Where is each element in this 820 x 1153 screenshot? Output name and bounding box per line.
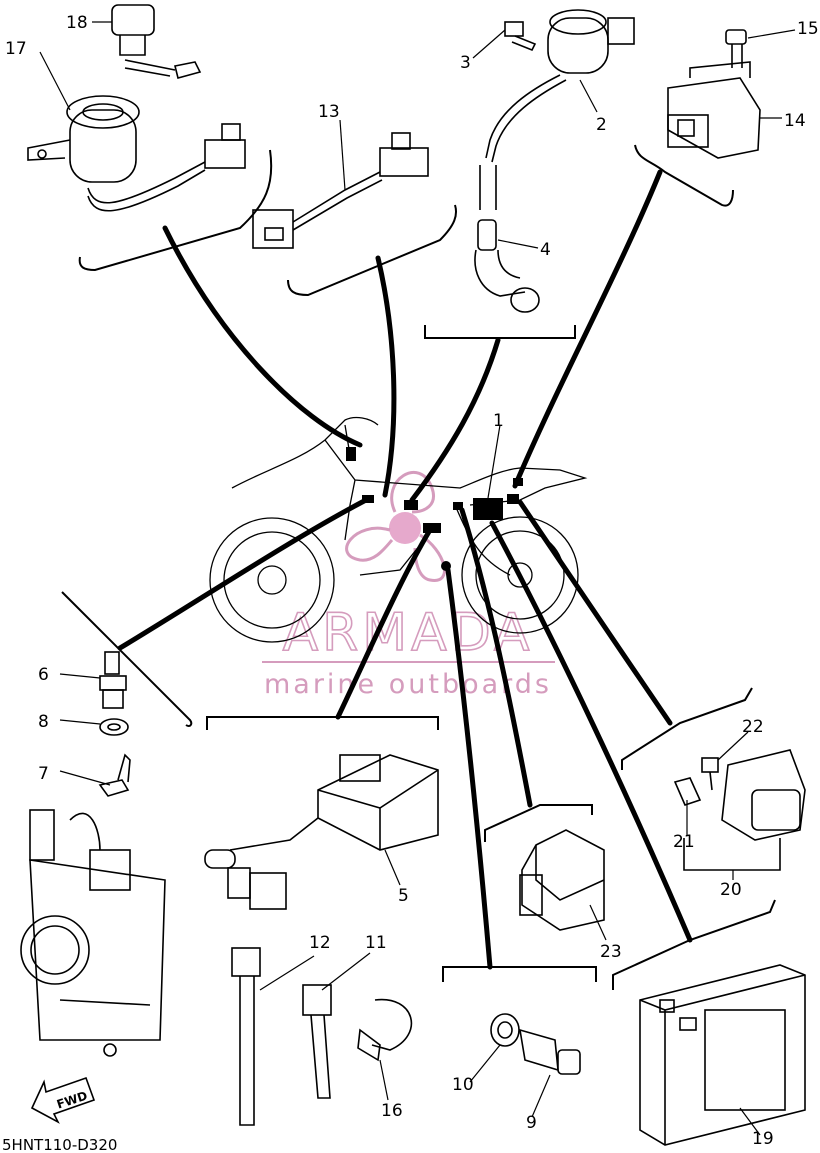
part-label-11: 11 [365,933,387,953]
part-label-4: 4 [540,240,551,260]
starter-relay [519,829,605,931]
part-label-14: 14 [784,111,806,131]
part-location-markers [346,447,523,571]
part-label-13: 13 [318,102,340,122]
callout-lines [39,21,796,1136]
joint-fittings [98,651,131,797]
carburetor [20,809,166,1057]
battery [639,964,806,1146]
part-label-21: 21 [673,832,695,852]
lead-wire [252,132,429,249]
part-label-17: 17 [5,39,27,59]
cable-tie [231,947,261,1126]
part-label-9: 9 [526,1113,537,1133]
part-label-5: 5 [398,886,409,906]
part-label-3: 3 [460,53,471,73]
diagram-code: 5HNT110-D320 [2,1136,117,1153]
part-label-15: 15 [797,19,819,39]
callout-labels: 1 2 3 4 5 6 7 8 9 10 11 12 13 14 15 16 1… [5,13,819,1149]
part-drawings [20,4,806,1146]
main-switch-assembly [27,4,246,212]
part-label-10: 10 [452,1075,474,1095]
watermark-logo [345,471,446,582]
motorcycle-illustration [209,416,588,643]
part-label-8: 8 [38,712,49,732]
bolt-3 [504,21,537,52]
part-label-20: 20 [720,880,742,900]
part-label-12: 12 [309,933,331,953]
bolt-15 [725,29,747,68]
fwd-arrow-icon: FWD [30,1076,96,1124]
spark-plug-cap [474,219,540,313]
band [302,984,332,1099]
part-label-2: 2 [596,115,607,135]
part-label-1: 1 [493,411,504,431]
part-label-18: 18 [66,13,88,33]
part-label-16: 16 [381,1101,403,1121]
part-label-7: 7 [38,764,49,784]
neutral-switch [490,1013,581,1075]
relay-assembly [673,749,806,871]
rectifier-regulator [667,61,761,159]
part-label-23: 23 [600,942,622,962]
part-label-19: 19 [752,1129,774,1149]
cdi-unit [204,754,439,910]
leader-lines [117,169,693,970]
watermark: ARMADA marine outboards [262,471,555,700]
part-label-22: 22 [742,717,764,737]
group-brackets [61,144,776,990]
ignition-coil [479,9,635,210]
part-label-6: 6 [38,665,49,685]
clamp [357,998,413,1062]
